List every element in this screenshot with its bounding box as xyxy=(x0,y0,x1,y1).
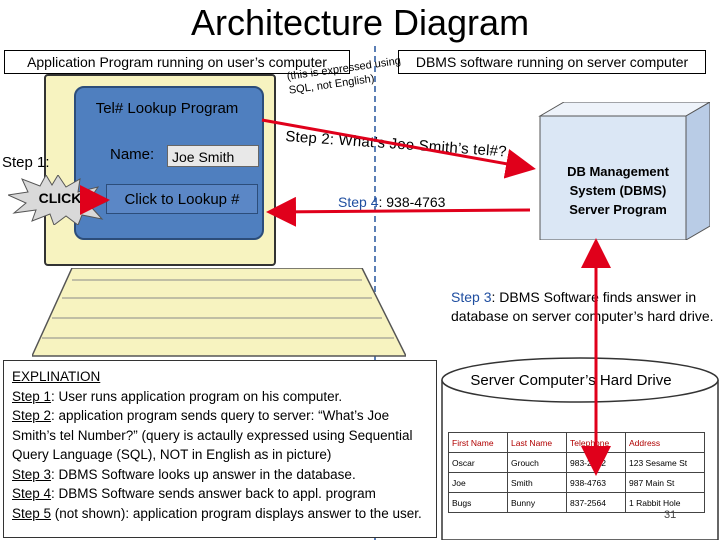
step1-label: Step 1: xyxy=(2,154,50,171)
lookup-button[interactable]: Click to Lookup # xyxy=(106,184,258,214)
server-header: DBMS software running on server computer xyxy=(398,50,706,74)
explanation-box: EXPLINATION Step 1: User runs applicatio… xyxy=(3,360,437,538)
step4-answer: Step 4: 938-4763 xyxy=(338,194,445,210)
explanation-step-1: Step 1: User runs application program on… xyxy=(12,388,343,404)
page-title: Architecture Diagram xyxy=(190,2,530,43)
explanation-step-2: Step 2: application program sends query … xyxy=(12,408,413,462)
step4-arrow xyxy=(266,196,531,227)
step3-text: Step 3: DBMS Software finds answer in da… xyxy=(451,289,714,324)
click-label: CLICK xyxy=(38,190,82,206)
step3-label: Step 3 xyxy=(451,289,492,305)
step4-value: : 938-4763 xyxy=(378,194,446,210)
dbms-server-program: DB Management System (DBMS) Server Progr… xyxy=(567,164,669,217)
explanation-heading: EXPLINATION xyxy=(12,369,101,384)
program-title: Tel# Lookup Program xyxy=(95,100,239,117)
explanation-step-4: Step 4: DBMS Software sends answer back … xyxy=(12,486,376,501)
name-input[interactable]: Joe Smith xyxy=(167,145,259,167)
keyboard-illustration xyxy=(32,268,406,357)
step2-arrow xyxy=(261,118,536,179)
explanation-step-5: Step 5 (not shown): application program … xyxy=(12,505,422,521)
client-header: Application Program running on user’s co… xyxy=(4,50,350,74)
step4-label: Step 4 xyxy=(338,194,379,210)
server-computer-icon xyxy=(538,102,710,240)
page-number: 31 xyxy=(664,509,677,521)
name-label: Name: xyxy=(110,146,155,163)
explanation-step-3: Step 3: DBMS Software looks up answer in… xyxy=(12,466,356,482)
hard-drive-title: Server Computer’s Hard Drive xyxy=(470,372,672,389)
table-header-row: First Name Last Name Telephone Address xyxy=(448,432,705,453)
